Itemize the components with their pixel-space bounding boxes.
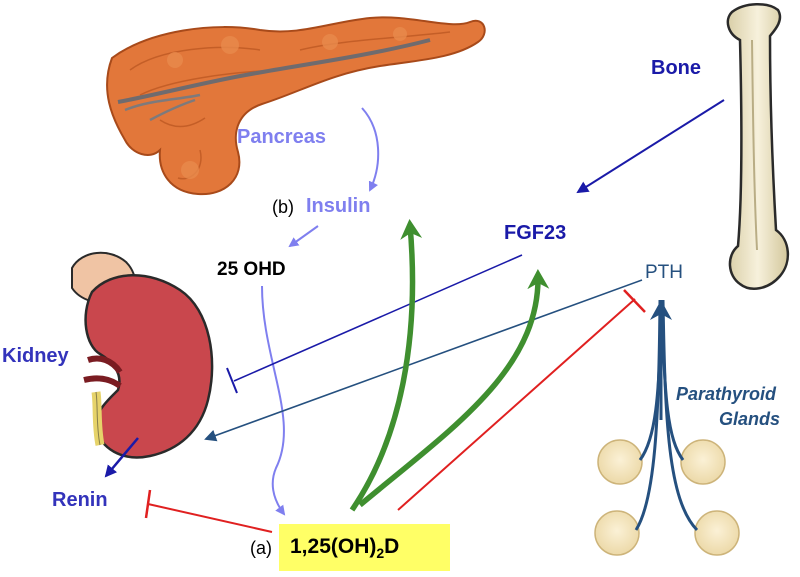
insulin-label: Insulin (306, 195, 371, 217)
vitd-highlight-box (279, 524, 450, 571)
renin-label: Renin (52, 489, 108, 511)
vitd-to-insulin-arrow (349, 219, 423, 512)
kidney-label: Kidney (2, 345, 69, 367)
vitd-main: 1,25(OH) (290, 535, 377, 558)
25ohd-to-vitd-arrow (261, 285, 286, 516)
renin-inhibit-bar (144, 489, 152, 519)
bone-label: Bone (651, 57, 701, 79)
vitd-marker: (a) (250, 538, 272, 558)
pth-to-kidney-arrow (204, 279, 643, 442)
vitd-to-fgf23-arrow (358, 269, 550, 508)
25ohd-label: 25 OHD (217, 259, 286, 280)
fgf23-label: FGF23 (504, 222, 567, 244)
pancreas-label: Pancreas (237, 126, 326, 148)
fgf23-inhibit-bar (226, 367, 238, 394)
parathyroid-label-line2: Glands (719, 409, 781, 429)
insulin-to-25ohd-arrow (288, 225, 319, 248)
bone-illustration (726, 3, 789, 290)
vitd-inhibits-pth-line (397, 298, 636, 511)
vitd-inhibits-renin-line (147, 503, 273, 533)
pancreas-to-insulin-arrow (361, 107, 380, 192)
parathyroid-label-line1: Parathyroid (676, 384, 777, 404)
pth-inhibit-bar (623, 289, 646, 313)
kidney-to-renin-arrow (104, 437, 139, 478)
vitd-label: 1,25(OH)2D (290, 535, 399, 561)
fgf23-inhibits-kidney-line (233, 254, 523, 382)
parathyroid-illustration (594, 299, 740, 556)
kidney-illustration (71, 251, 214, 459)
pancreas-illustration (106, 16, 486, 196)
insulin-marker: (b) (272, 197, 294, 217)
bone-to-fgf23-arrow (576, 99, 725, 194)
vitd-subscript: 2 (376, 545, 385, 562)
vitd-end: D (384, 535, 400, 558)
pth-label: PTH (645, 262, 683, 283)
